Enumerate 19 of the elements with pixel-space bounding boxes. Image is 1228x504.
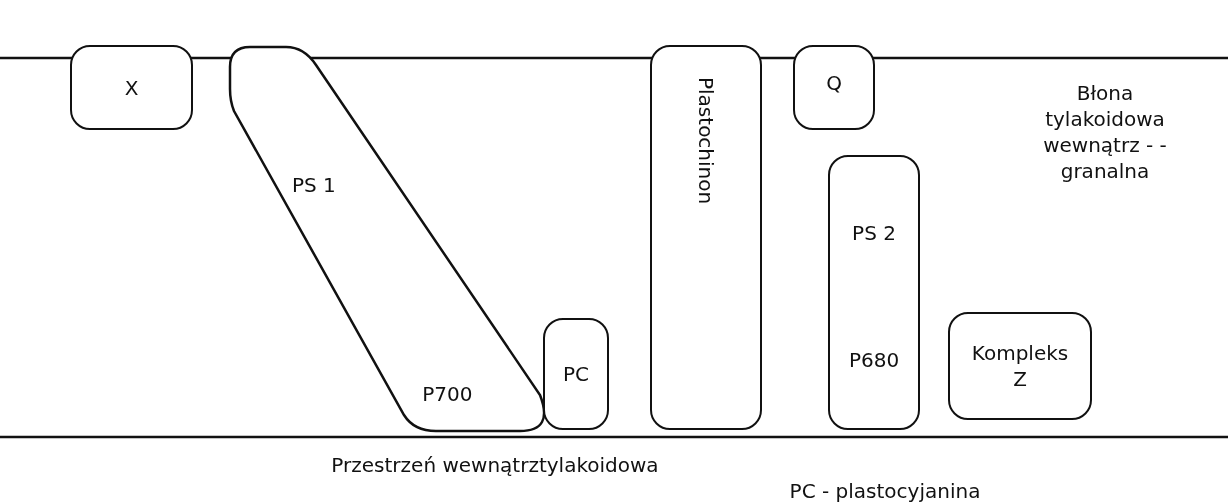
- complex-box: [543, 318, 609, 430]
- photosystem-box: [828, 155, 920, 430]
- carrier-box: [650, 45, 762, 430]
- complex-box: [793, 45, 875, 130]
- component-label: P700: [422, 381, 473, 408]
- complex-box: [70, 45, 193, 130]
- space-label: Przestrzeń wewnątrztylakoidowa: [330, 452, 660, 478]
- component-label: Q: [826, 70, 842, 97]
- abbreviation-note: PC - plastocyjanina: [788, 478, 982, 504]
- component-label: PS 1: [291, 171, 336, 198]
- complex-box: [948, 312, 1092, 420]
- component-label: PS 2: [852, 219, 896, 246]
- component-label: Plastochinon: [693, 77, 719, 205]
- component-label: Kompleks Z: [970, 340, 1070, 392]
- component-label: X: [124, 74, 139, 101]
- photosystem-shape: [228, 45, 546, 433]
- component-label: P680: [848, 347, 900, 374]
- membrane-label: Błona tylakoidowa wewnątrz - - granalna: [1042, 80, 1168, 184]
- component-label: PC: [563, 361, 589, 387]
